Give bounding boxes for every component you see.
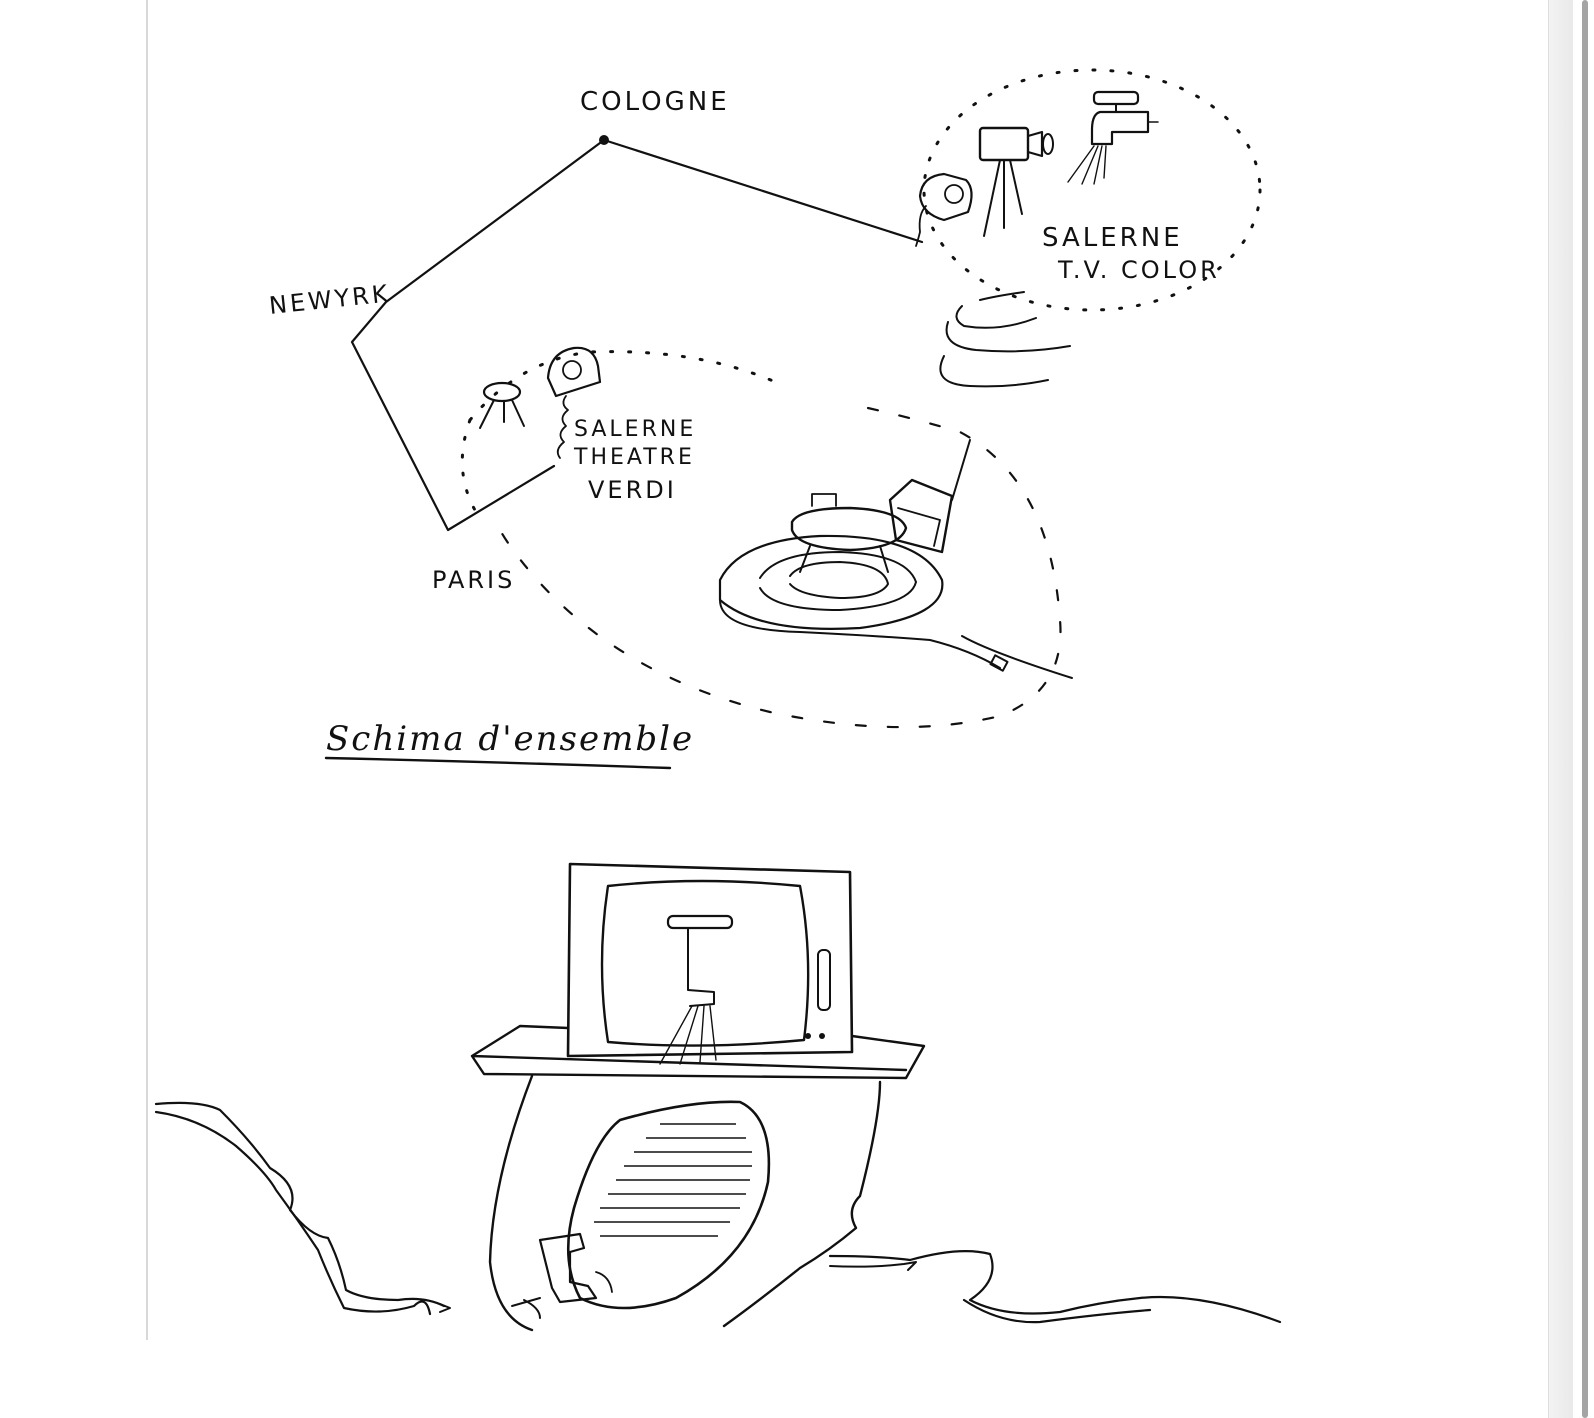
large-installation bbox=[154, 862, 1282, 1332]
vertical-scrollbar[interactable] bbox=[1582, 0, 1588, 1418]
label-salerne-theatre-2: THEATRE bbox=[573, 445, 695, 470]
caption-underline bbox=[324, 756, 672, 770]
salerne-theatre-cluster: SALERNE THEATRE VERDI bbox=[460, 346, 782, 514]
installation-boundary bbox=[498, 406, 1062, 729]
video-camera-icon bbox=[978, 126, 1054, 237]
bathtub-icon bbox=[566, 1100, 771, 1310]
network-sketch-diagram: COLOGNE NEWYRK PARIS bbox=[154, 68, 1282, 1332]
rotary-telephone-icon bbox=[915, 172, 973, 247]
label-salerne-theatre-3: VERDI bbox=[588, 476, 677, 504]
tripod-icon bbox=[479, 381, 525, 429]
television-icon bbox=[566, 862, 854, 1065]
small-installation bbox=[718, 439, 1073, 679]
page-gutter bbox=[1548, 0, 1573, 1418]
label-new-york: NEWYRK bbox=[268, 279, 392, 320]
label-cologne: COLOGNE bbox=[580, 87, 730, 117]
cologne-node bbox=[599, 135, 609, 145]
label-salerne-tv-2: T.V. COLOR bbox=[1057, 256, 1220, 284]
rotary-telephone-icon-2 bbox=[546, 346, 602, 459]
television-icon-small bbox=[888, 478, 954, 554]
label-salerne-tv-1: SALERNE bbox=[1042, 223, 1183, 253]
label-salerne-theatre-1: SALERNE bbox=[574, 417, 696, 442]
label-paris: PARIS bbox=[432, 566, 515, 594]
broadcast-waves bbox=[939, 291, 1071, 388]
network-lines bbox=[350, 135, 924, 532]
tv-cluster-boundary bbox=[922, 68, 1262, 312]
caption-schema: Schima d'ensemble bbox=[326, 719, 694, 759]
page-edge bbox=[146, 0, 148, 1340]
salerne-tv-cluster: SALERNE T.V. COLOR bbox=[915, 68, 1262, 312]
water-faucet-icon bbox=[1067, 90, 1159, 185]
